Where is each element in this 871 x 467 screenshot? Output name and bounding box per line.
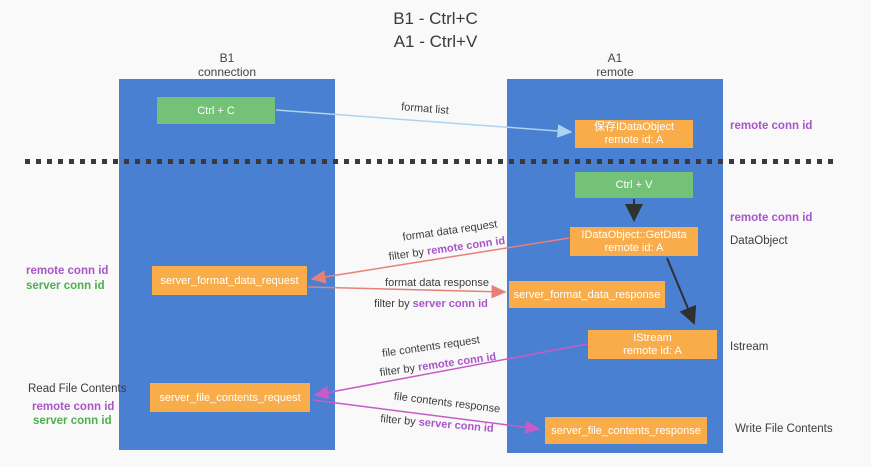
- filter-key-remote: remote conn id: [417, 350, 497, 374]
- lane-a1-subtitle: remote: [596, 65, 634, 79]
- label-filter-server-conn-1: filter by server conn id: [374, 298, 488, 310]
- node-format-request-label: server_format_data_request: [160, 274, 299, 287]
- node-getdata-line2: remote id: A: [604, 241, 664, 254]
- node-server-format-data-response: server_format_data_response: [509, 281, 665, 308]
- node-ctrl-c-label: Ctrl + C: [197, 104, 235, 117]
- lane-header-a1: A1 remote: [555, 51, 675, 79]
- node-istream-line2: remote id: A: [623, 344, 682, 357]
- node-file-request-label: server_file_contents_request: [159, 391, 301, 404]
- annotation-left-server-conn-id-1: server conn id: [26, 280, 105, 292]
- label-file-contents-response: file contents response: [393, 390, 501, 416]
- filter-prefix: filter by: [374, 298, 413, 310]
- filter-prefix: filter by: [388, 245, 428, 264]
- annotation-remote-conn-id-mid: remote conn id: [730, 212, 813, 224]
- label-filter-server-conn-2: filter by server conn id: [380, 413, 494, 435]
- label-format-data-response: format data response: [385, 277, 489, 289]
- node-file-response-label: server_file_contents_response: [551, 424, 701, 437]
- lane-a1-name: A1: [607, 51, 623, 65]
- node-ctrl-c: Ctrl + C: [157, 97, 275, 124]
- annotation-istream: Istream: [730, 341, 769, 353]
- node-format-response-label: server_format_data_response: [513, 288, 661, 301]
- annotation-left-server-conn-id-2: server conn id: [33, 415, 112, 427]
- lane-b1-subtitle: connection: [197, 65, 257, 79]
- node-ctrl-v: Ctrl + V: [575, 172, 693, 198]
- node-save-idataobject: 保存IDataObject remote id: A: [575, 120, 693, 148]
- title-line-2: A1 - Ctrl+V: [393, 32, 478, 51]
- filter-key-server: server conn id: [412, 298, 488, 310]
- node-server-format-data-request: server_format_data_request: [152, 266, 307, 295]
- diagram-title: B1 - Ctrl+C A1 - Ctrl+V: [0, 7, 871, 53]
- annotation-left-remote-conn-id-1: remote conn id: [26, 265, 109, 277]
- node-istream-line1: IStream: [633, 331, 672, 344]
- lane-b1-name: B1: [219, 51, 235, 65]
- lane-header-b1: B1 connection: [167, 51, 287, 79]
- annotation-dataobject: DataObject: [730, 235, 788, 247]
- filter-prefix: filter by: [379, 413, 420, 429]
- node-save-idataobject-line1: 保存IDataObject: [593, 121, 675, 133]
- annotation-remote-conn-id-top: remote conn id: [730, 120, 813, 132]
- node-server-file-contents-request: server_file_contents_request: [150, 383, 310, 412]
- node-ctrl-v-label: Ctrl + V: [615, 179, 653, 191]
- filter-prefix: filter by: [379, 361, 419, 380]
- annotation-read-file-contents: Read File Contents: [28, 383, 127, 395]
- annotation-left-remote-conn-id-2: remote conn id: [32, 401, 115, 413]
- node-idataobject-getdata: IDataObject::GetData remote id: A: [570, 227, 698, 256]
- node-save-idataobject-line2: remote id: A: [604, 134, 664, 146]
- label-format-list: format list: [400, 101, 450, 117]
- node-server-file-contents-response: server_file_contents_response: [545, 417, 707, 444]
- dashed-divider: [25, 159, 833, 164]
- filter-key-server: server conn id: [418, 416, 495, 435]
- node-istream: IStream remote id: A: [588, 330, 717, 359]
- node-getdata-line1: IDataObject::GetData: [581, 228, 687, 241]
- annotation-write-file-contents: Write File Contents: [735, 423, 833, 435]
- title-line-1: B1 - Ctrl+C: [393, 9, 478, 28]
